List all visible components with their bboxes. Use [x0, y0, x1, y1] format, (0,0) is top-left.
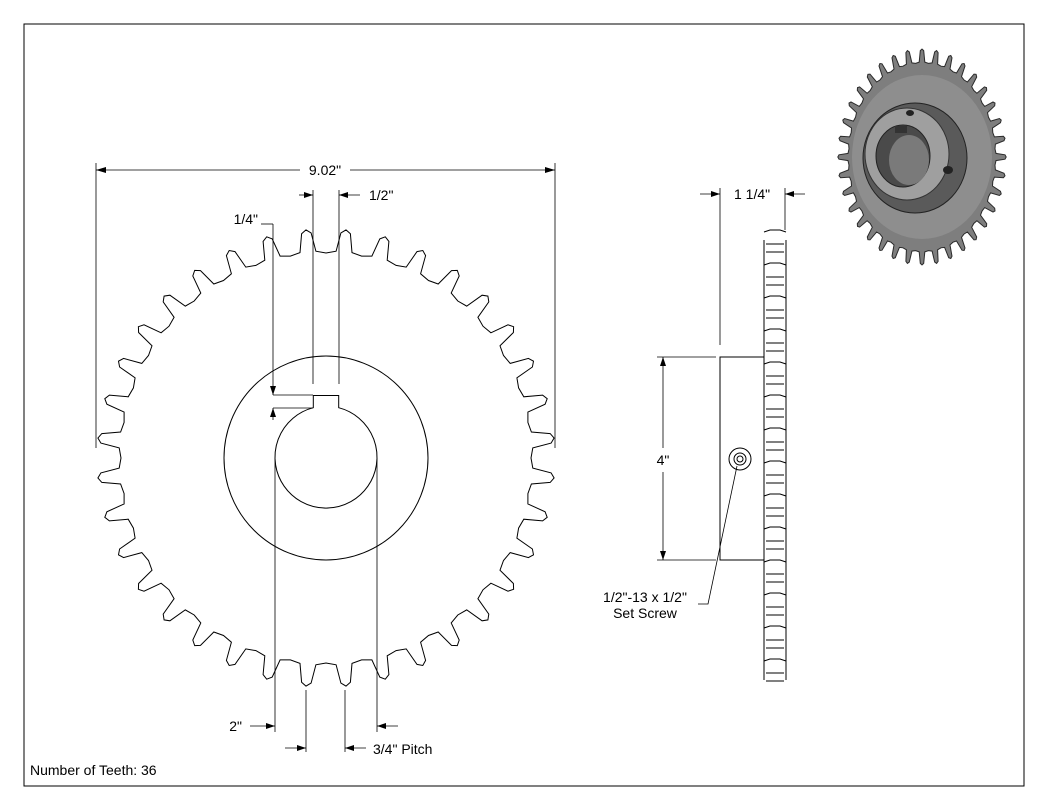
sprocket-3d-render	[837, 48, 1007, 266]
pitch-label: 3/4" Pitch	[373, 741, 432, 757]
keyway-width-label: 1/2"	[369, 187, 393, 203]
side-tooth	[763, 229, 787, 253]
side-tooth	[763, 262, 787, 286]
dim-bore: 2"	[229, 458, 398, 734]
side-tooth	[763, 526, 787, 550]
side-hub	[719, 356, 765, 561]
side-tooth	[763, 394, 787, 418]
side-tooth	[763, 658, 787, 682]
dim-keyway-depth: 1/4"	[234, 211, 313, 420]
set-screw-inner	[733, 452, 747, 466]
drawing-border	[23, 23, 1025, 787]
set-screw-callout: 1/2"-13 x 1/2" Set Screw	[603, 465, 738, 621]
side-tooth	[763, 625, 787, 649]
render-set-screw-icon	[943, 166, 953, 174]
dim-outer-diameter: 9.02"	[95, 162, 556, 448]
side-teeth	[763, 229, 787, 682]
side-tooth	[763, 328, 787, 352]
hub-width-label: 1 1/4"	[734, 186, 770, 202]
set-screw-line1: 1/2"-13 x 1/2"	[603, 589, 687, 605]
dim-hub-width: 1 1/4"	[700, 186, 805, 345]
sprocket-teeth-outline	[97, 229, 555, 687]
dim-keyway-width: 1/2"	[299, 187, 393, 384]
side-tooth	[763, 295, 787, 319]
hub-diameter-label: 4"	[657, 452, 670, 468]
keyway-depth-label: 1/4"	[234, 211, 258, 227]
outer-diameter-label: 9.02"	[309, 162, 341, 178]
side-tooth	[763, 361, 787, 385]
dim-hub-diameter: 4"	[657, 356, 716, 561]
side-tooth	[763, 493, 787, 517]
side-view: 1 1/4" 4" 1/2"-13 x 1/2" Set Screw	[603, 186, 805, 682]
front-view: 9.02" 1/2" 1/4"	[95, 162, 556, 757]
side-tooth	[763, 427, 787, 451]
hub-circle	[223, 355, 429, 561]
side-tooth	[763, 559, 787, 583]
bore-with-keyway	[274, 395, 378, 509]
side-tooth	[763, 460, 787, 484]
side-tooth	[763, 592, 787, 616]
set-screw-outer	[728, 447, 752, 471]
bore-label: 2"	[229, 718, 242, 734]
teeth-count-note: Number of Teeth: 36	[30, 762, 157, 778]
dim-pitch: 3/4" Pitch	[285, 690, 432, 757]
set-screw-line2: Set Screw	[613, 605, 678, 621]
